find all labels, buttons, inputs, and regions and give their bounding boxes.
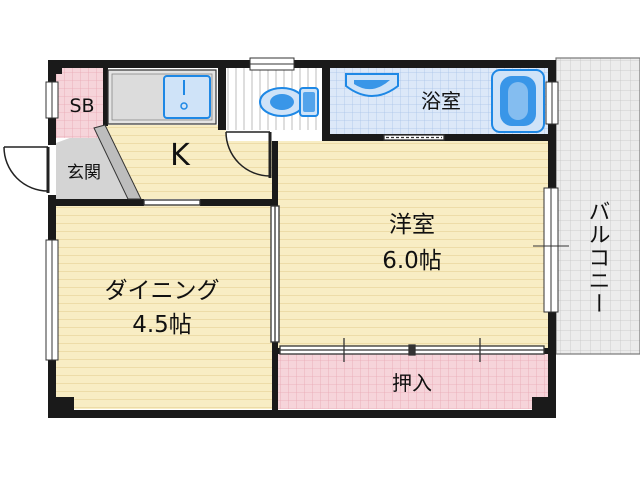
dining-floor [54, 205, 272, 409]
western-room-size: 6.0帖 [382, 248, 442, 274]
kitchen-label: K [170, 138, 191, 173]
sb-floor [56, 68, 106, 138]
closet-label: 押入 [392, 371, 432, 395]
closet-floor [278, 354, 548, 409]
door-swing-icon [3, 131, 272, 193]
entrance-step [93, 124, 142, 200]
sb-label: SB [69, 95, 94, 117]
sink-icon [107, 69, 217, 125]
kitchen-floor [105, 125, 272, 199]
sliding-doors [143, 134, 545, 362]
western-room-floor [278, 141, 548, 348]
balcony-label: バルコニー [585, 200, 610, 315]
dining-name: ダイニング [105, 278, 220, 304]
bath-basin-icon [345, 73, 399, 97]
toilet-icon [259, 87, 319, 117]
western-room-name: 洋室 [389, 212, 435, 238]
entrance-label: 玄関 [67, 163, 101, 183]
dining-size: 4.5帖 [132, 312, 192, 338]
balcony-floor [555, 57, 640, 355]
windows [45, 57, 569, 361]
bathtub-icon [491, 69, 545, 133]
bathroom-label: 浴室 [421, 89, 461, 113]
